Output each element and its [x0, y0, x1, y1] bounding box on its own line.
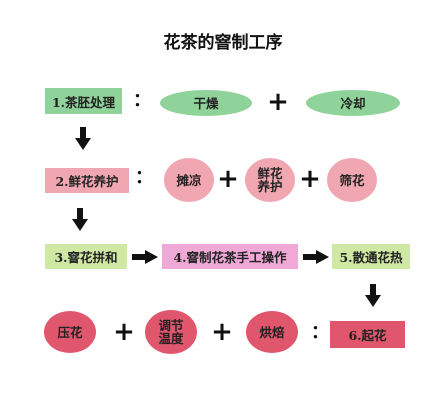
diagram-title: 花茶的窨制工序 [163, 33, 283, 53]
plus-1: + [267, 87, 289, 117]
step-2-box: 2.鲜花养护 [45, 168, 129, 193]
step-4-label: 4.窨制花茶手工操作 [173, 250, 287, 265]
step-6-box: 6.起花 [330, 321, 405, 348]
plus-2: + [217, 164, 239, 194]
detail-press-ellipse: 压花 [44, 311, 96, 353]
detail-dry-ellipse: 干燥 [160, 90, 252, 116]
plus-4: + [113, 317, 135, 347]
arrow-down-2-icon [72, 208, 88, 231]
step-3-box: 3.窨花拼和 [45, 244, 127, 269]
detail-adjust-temp-line2: 温度 [158, 331, 184, 346]
plus-5: + [211, 317, 233, 347]
arrow-down-3-icon [365, 284, 381, 307]
step-3-label: 3.窨花拼和 [54, 250, 118, 265]
detail-bake-ellipse: 烘焙 [246, 311, 298, 353]
detail-bake-label: 烘焙 [259, 324, 285, 340]
step-2-label: 2.鲜花养护 [55, 174, 119, 189]
step-5-box: 5.散通花热 [332, 244, 410, 269]
colon-2: ： [135, 167, 153, 188]
step-4-box: 4.窨制花茶手工操作 [162, 244, 298, 269]
detail-sift-ellipse: 筛花 [327, 158, 377, 202]
plus-3: + [299, 164, 321, 194]
detail-cool-label: 冷却 [340, 95, 366, 111]
arrow-down-1-icon [75, 127, 91, 150]
detail-sift-label: 筛花 [339, 172, 365, 188]
detail-dry-label: 干燥 [193, 95, 219, 111]
detail-flower-care-line1: 鲜花 [257, 166, 283, 181]
arrow-right-2-icon [303, 250, 329, 264]
step-1-box: 1.茶胚处理 [45, 88, 122, 114]
colon-3: ： [311, 322, 329, 343]
step-1-label: 1.茶胚处理 [51, 94, 116, 110]
detail-spread-cool-ellipse: 摊凉 [164, 158, 214, 202]
detail-adjust-temp-ellipse: 调节 温度 [145, 310, 197, 354]
detail-cool-ellipse: 冷却 [306, 90, 400, 116]
colon-1: ： [133, 90, 151, 111]
step-5-label: 5.散通花热 [339, 250, 403, 265]
detail-spread-cool-label: 摊凉 [176, 172, 202, 188]
step-6-label: 6.起花 [348, 328, 387, 343]
detail-flower-care-line2: 养护 [257, 179, 283, 194]
detail-adjust-temp-line1: 调节 [158, 318, 184, 333]
detail-press-label: 压花 [57, 324, 83, 340]
detail-flower-care-ellipse: 鲜花 养护 [245, 158, 295, 202]
arrow-right-1-icon [132, 250, 158, 264]
